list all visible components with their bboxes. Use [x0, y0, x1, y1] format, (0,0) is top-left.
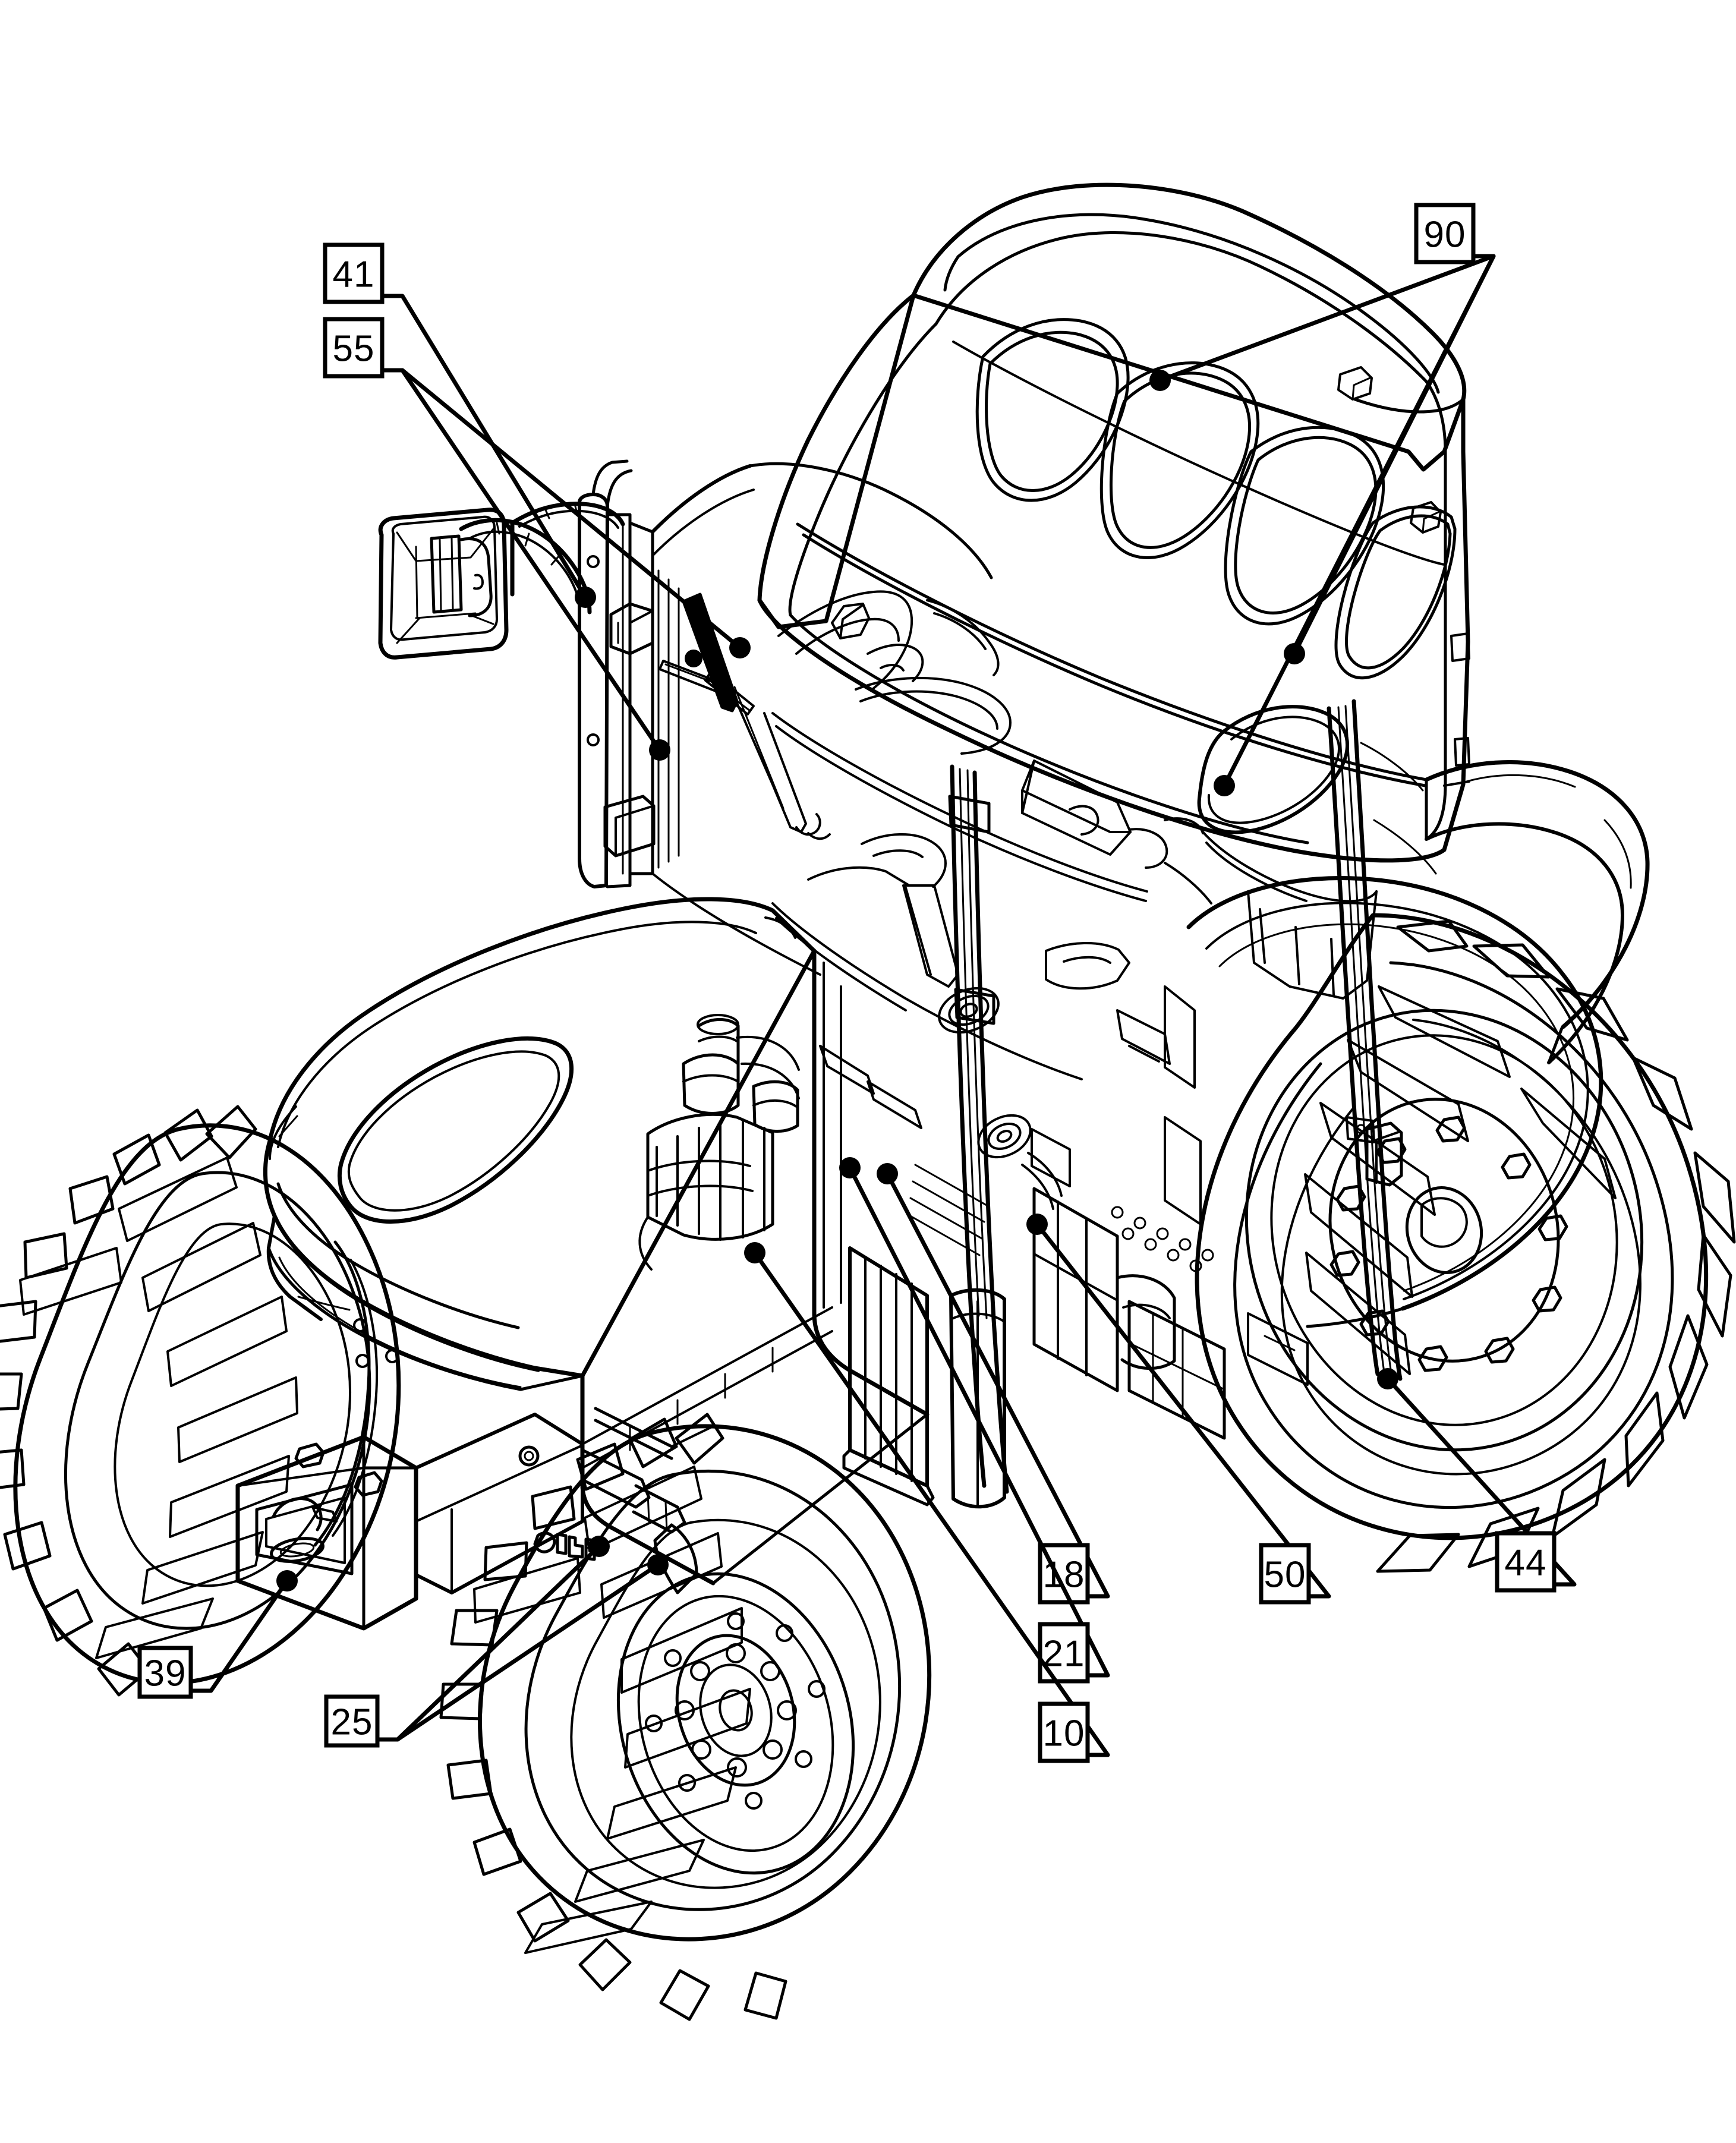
leader-dot-18-0 — [877, 1163, 898, 1184]
windshield-and-wiper — [651, 462, 993, 976]
callout-39[interactable]: 39 — [137, 1570, 298, 1699]
leader-line-39-0 — [188, 1578, 289, 1693]
leader-dot-90-2 — [1214, 775, 1235, 796]
callout-21[interactable]: 21 — [839, 1157, 1110, 1684]
rear-body-and-fender — [1127, 760, 1650, 1440]
leader-dot-55-1 — [729, 637, 751, 658]
callout-50[interactable]: 50 — [1026, 1214, 1331, 1605]
callout-box-41[interactable] — [323, 242, 385, 304]
callout-box-39[interactable] — [137, 1646, 193, 1699]
callout-box-25[interactable] — [324, 1694, 380, 1748]
leader-dot-55-0 — [649, 739, 670, 761]
callout-90[interactable]: 90 — [1149, 203, 1496, 796]
callout-label-90: 90 — [1424, 215, 1466, 256]
cab-roof — [757, 182, 1470, 863]
leader-line-44-0 — [1385, 1376, 1577, 1587]
tractor-drawing — [0, 182, 1736, 2021]
leader-line-18-0 — [885, 1171, 1110, 1599]
leader-dot-25-0 — [588, 1536, 610, 1557]
callout-55[interactable]: 55 — [323, 317, 751, 761]
callout-44[interactable]: 44 — [1377, 1368, 1577, 1593]
leader-line-10-0 — [752, 1250, 1110, 1757]
leader-line-41-0 — [380, 294, 588, 600]
front-right-tire — [439, 1413, 932, 2021]
callout-label-39: 39 — [144, 1653, 187, 1694]
callout-10[interactable]: 10 — [744, 1242, 1110, 1763]
callout-label-10: 10 — [1043, 1713, 1085, 1754]
callout-box-44[interactable] — [1495, 1531, 1557, 1593]
callout-label-44: 44 — [1505, 1543, 1547, 1584]
leader-dot-21-0 — [839, 1157, 861, 1178]
callout-box-10[interactable] — [1038, 1701, 1090, 1763]
leader-line-21-0 — [847, 1165, 1110, 1678]
leader-dot-25-1 — [647, 1554, 669, 1575]
callout-label-21: 21 — [1043, 1634, 1085, 1675]
leader-dot-50-0 — [1026, 1214, 1048, 1235]
callout-label-25: 25 — [331, 1702, 373, 1743]
left-mirror — [378, 508, 592, 660]
leader-line-55-1 — [380, 368, 742, 650]
leader-dot-39-0 — [276, 1570, 298, 1592]
front-left-tire — [0, 1105, 401, 1697]
callout-41[interactable]: 41 — [323, 242, 596, 608]
leader-dot-41-0 — [575, 587, 596, 608]
cab-interior — [771, 590, 1437, 1129]
callout-box-55[interactable] — [323, 317, 385, 379]
leader-dot-44-0 — [1377, 1368, 1398, 1389]
callout-label-41: 41 — [333, 254, 375, 295]
leader-line-50-0 — [1035, 1222, 1331, 1599]
leader-line-25-1 — [375, 1562, 660, 1742]
callout-label-50: 50 — [1264, 1555, 1306, 1596]
leader-line-90-2 — [1222, 254, 1496, 788]
engine-hood — [263, 897, 817, 1391]
callout-label-55: 55 — [333, 329, 375, 370]
leader-dot-90-0 — [1149, 370, 1171, 391]
front-weight-bracket — [235, 1306, 833, 1631]
rear-frame-tank — [842, 1114, 1214, 1509]
leader-dot-10-0 — [744, 1242, 765, 1263]
callout-25[interactable]: 25 — [324, 1536, 669, 1748]
callout-box-90[interactable] — [1414, 203, 1476, 264]
callout-box-50[interactable] — [1259, 1543, 1311, 1605]
rear-tire — [1195, 913, 1736, 1573]
